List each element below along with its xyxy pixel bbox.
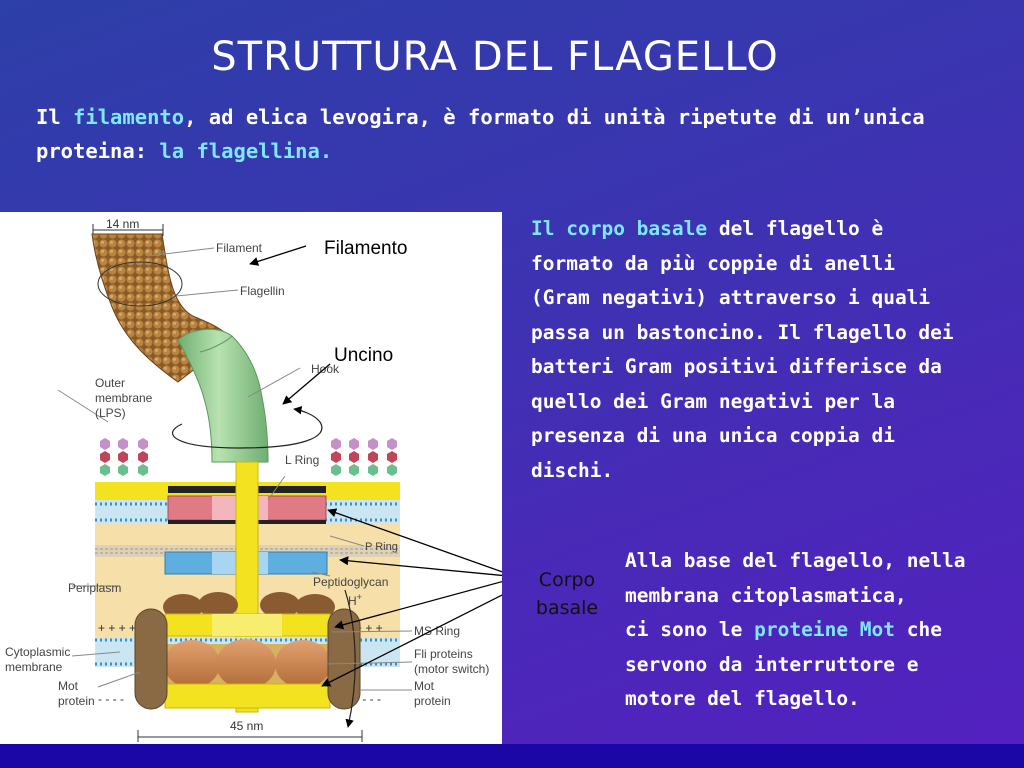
mot-text: ci sono le [625,618,755,641]
scale-bar-top: 14 nm [92,217,164,236]
basal-line-5: batteri Gram positivi differisce da [531,355,942,378]
mot-protein-right-label-1: Mot [414,679,435,693]
basal-line-8: dischi. [531,458,614,482]
svg-text:+ + + +: + + + + [98,621,136,635]
ms-ring-label: MS Ring [414,624,460,638]
flagellin-label: Flagellin [240,284,285,298]
scale-bottom-label: 45 nm [230,719,263,733]
flagellum-diagram: 14 nm [5,217,513,742]
keyword-proteine-mot: proteine Mot [754,618,896,641]
mot-line-1: Alla base del flagello, nella [625,549,966,572]
basal-line-7: presenza di una unica coppia di [531,424,895,447]
hook-label: Hook [311,362,340,376]
mot-protein-left-label-1: Mot [58,679,79,693]
flagellin-callout-ellipse [97,261,183,307]
outer-membrane-label-2: membrane [95,391,153,405]
svg-text:- - - -: - - - - [98,692,124,706]
basal-line-6: quello dei Gram negativi per la [531,389,895,413]
scale-bar-bottom: 45 nm [137,719,363,742]
basal-line-2: formato da più coppie di anelli [531,251,895,275]
cytoplasmic-membrane-label-2: membrane [5,660,63,674]
keyword-filamento: filamento [73,105,185,129]
slide-title: STRUTTURA DEL FLAGELLO [211,34,779,80]
intro-paragraph: Il filamento, ad elica levogira, è forma… [36,100,1024,168]
basale-label: basale [535,597,599,619]
mot-line-5: motore del flagello. [625,687,860,710]
mot-protein-right [327,608,361,710]
p-ring-label: P Ring [365,541,398,553]
intro-text: proteina: [36,139,160,163]
intro-text: Il [36,105,74,129]
outer-membrane-label-1: Outer [95,376,125,390]
mot-protein-right-label-2: protein [414,694,451,708]
intro-line-1: Il filamento, ad elica levogira, è forma… [36,100,1024,134]
overlay-filamento-label: Filamento [324,238,407,259]
svg-text:- - - -: - - - - [355,692,381,706]
mot-line-4: servono da interruttore e [625,652,919,676]
c-ring-base [164,683,331,709]
fli-proteins-label-1: Fli proteins [414,647,473,661]
scale-top-label: 14 nm [106,217,139,231]
h-plus-label: H+ [348,592,362,608]
bottom-bar [0,744,1024,768]
l-ring-label: L Ring [285,453,319,467]
cytoplasmic-membrane-label-1: Cytoplasmic [5,645,70,659]
basal-text: Il [531,217,567,240]
peptidoglycan-label: Peptidoglycan [313,575,388,589]
keyword-flagellina: la flagellina. [159,139,333,163]
lps-left [100,438,148,476]
basal-line-1: Il corpo basale del flagello è [531,212,1021,247]
filament-label: Filament [216,241,263,255]
flagellum-figure: 14 nm [0,212,513,744]
mot-text: che [895,618,942,641]
mot-line-3: ci sono le proteine Mot che [625,613,1020,648]
mot-protein-left-label-2: protein [58,694,95,708]
basal-line-3: (Gram negativi) attraverso i quali [531,286,931,309]
mot-protein-left [134,608,168,710]
intro-text: , ad elica levogira, è formato di unità … [184,105,925,129]
overlay-uncino-label: Uncino [334,345,393,366]
hook-shape [177,328,269,463]
keyword-corpo-basale: corpo basale [566,217,708,240]
basal-body-paragraph: Il corpo basale del flagello è formato d… [531,212,1021,488]
rotation-arrow-icon [171,406,323,449]
lps-right [331,438,397,476]
basal-text: del flagello è [707,217,884,240]
corpo-label: Corpo [538,569,596,591]
basal-line-4: passa un bastoncino. Il flagello dei [531,320,954,344]
outer-membrane-label-3: (LPS) [95,406,126,420]
mot-line-2: membrana citoplasmatica, [625,583,907,607]
periplasm-label: Periplasm [68,581,121,595]
fli-proteins-label-2: (motor switch) [414,662,489,676]
intro-line-2: proteina: la flagellina. [36,134,1024,168]
mot-paragraph: Alla base del flagello, nella membrana c… [625,544,1020,717]
corpo-basale-label: Corpo basale [512,566,622,622]
